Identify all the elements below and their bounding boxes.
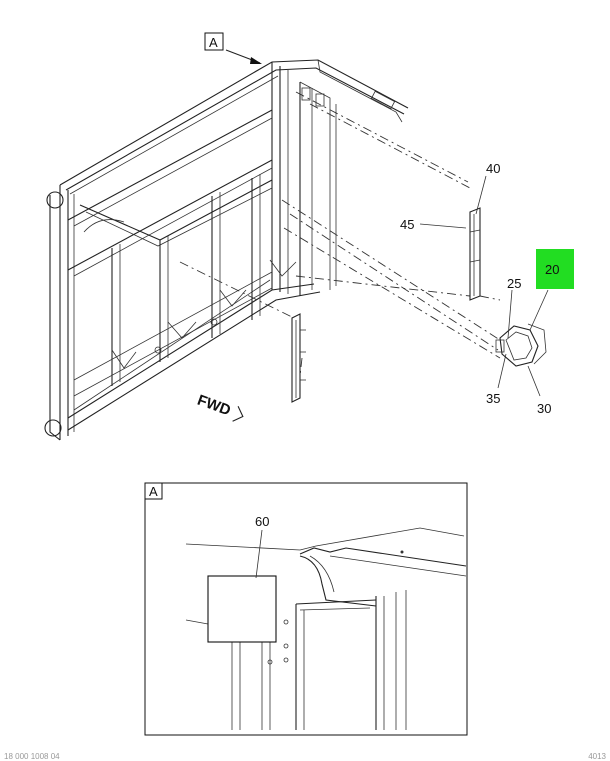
forward-direction-indicator: FWD: [195, 392, 244, 422]
callout-20-highlight: [536, 249, 574, 289]
view-marker-a-label: A: [209, 35, 218, 50]
callout-45: 45: [400, 217, 414, 232]
footer-page-code: 4013: [588, 752, 606, 761]
view-marker-a: A: [204, 32, 262, 64]
part-60-plate: [207, 575, 277, 643]
callout-35: 35: [486, 391, 500, 406]
forward-label: FWD: [195, 392, 233, 420]
callout-20: 20: [545, 262, 559, 277]
footer-drawing-number: 18 000 1008 04: [4, 752, 60, 761]
corner-cap-assembly: [495, 323, 547, 367]
detail-view-a-label: A: [149, 484, 158, 499]
callout-leaders: [419, 175, 549, 397]
cab-frame: [44, 59, 409, 441]
bracket-strip-60: [291, 313, 306, 403]
callout-25: 25: [507, 276, 521, 291]
bracket-strip-40: [469, 207, 481, 301]
callout-30: 30: [537, 401, 551, 416]
assembly-lines: [179, 91, 501, 377]
callout-60: 60: [255, 514, 269, 529]
detail-view-a: A 60: [144, 482, 468, 736]
callout-40: 40: [486, 161, 500, 176]
